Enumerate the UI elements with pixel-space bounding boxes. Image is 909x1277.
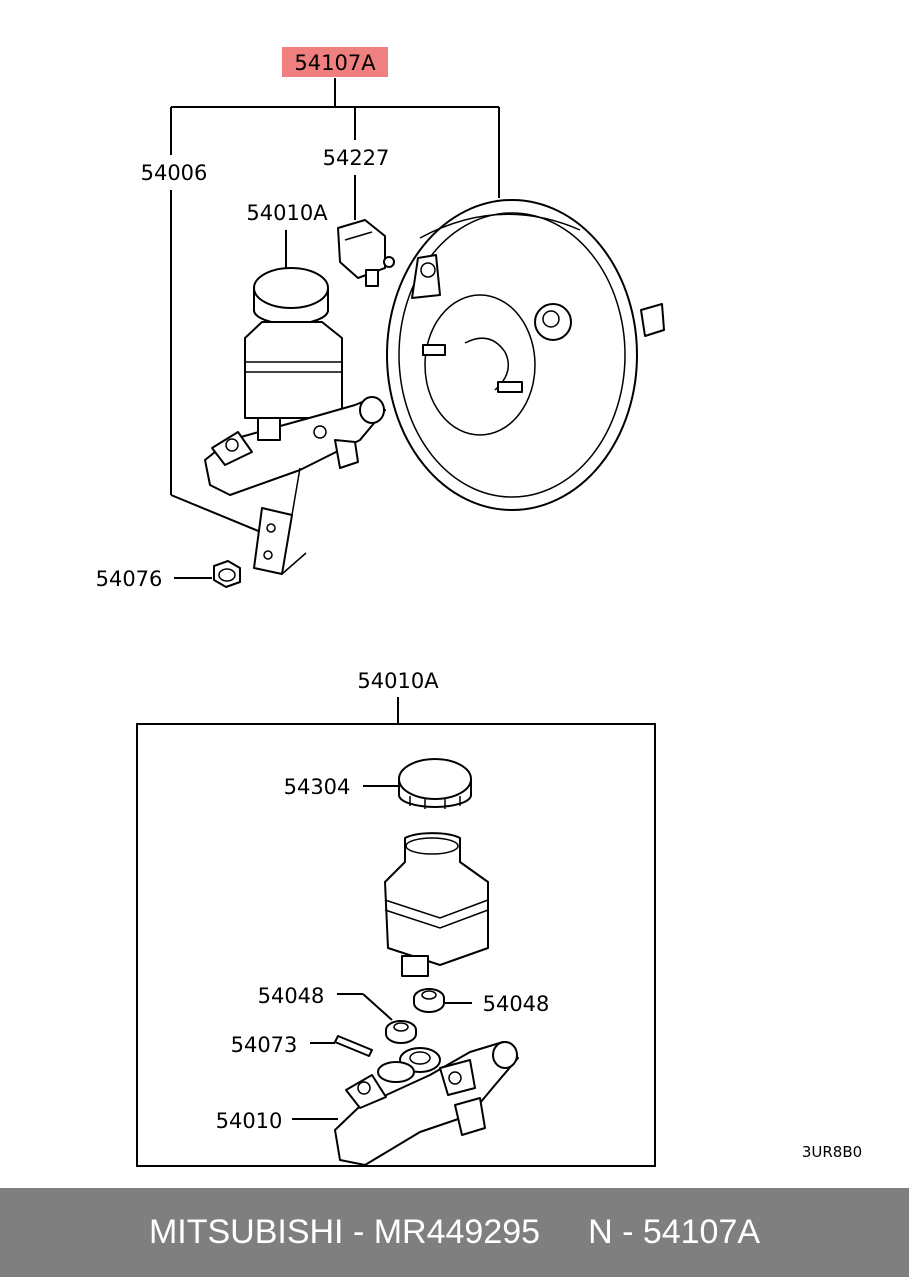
- brake-booster: [386, 199, 665, 511]
- grommet-left: [385, 1020, 417, 1044]
- footer-bar: MITSUBISHI - MR449295 N - 54107A: [0, 1188, 909, 1277]
- callout-54010A-box[interactable]: 54010A: [357, 669, 439, 693]
- reservoir-cap: [398, 758, 472, 809]
- assembly-highlight: [282, 47, 388, 77]
- parts-diagram: 54107A 54006 54227 54010A 54076: [96, 47, 862, 1167]
- callout-54006[interactable]: 54006: [141, 161, 208, 185]
- reservoir: [384, 832, 489, 977]
- pin: [334, 1035, 373, 1057]
- callout-54304[interactable]: 54304: [284, 775, 351, 799]
- callout-54076[interactable]: 54076: [96, 567, 163, 591]
- callout-54227[interactable]: 54227: [323, 146, 390, 170]
- callout-54010[interactable]: 54010: [216, 1109, 283, 1133]
- callout-54010A-top[interactable]: 54010A: [246, 201, 328, 225]
- grommet-right: [413, 988, 445, 1013]
- drawing-code: 3UR8B0: [802, 1143, 862, 1161]
- master-cylinder-top: [204, 267, 386, 575]
- callout-54073[interactable]: 54073: [231, 1033, 298, 1057]
- footer-part-number: MITSUBISHI - MR449295: [148, 1213, 541, 1251]
- breakdown-frame: [136, 723, 656, 1167]
- footer-ref-number: N - 54107A: [588, 1213, 761, 1251]
- callout-54048-right[interactable]: 54048: [483, 992, 550, 1016]
- callout-54107A[interactable]: 54107A: [294, 51, 376, 75]
- pressure-sensor: [337, 219, 395, 287]
- flange-nut: [213, 560, 241, 588]
- master-cylinder-body: [334, 1041, 519, 1166]
- callout-54048-left[interactable]: 54048: [258, 984, 325, 1008]
